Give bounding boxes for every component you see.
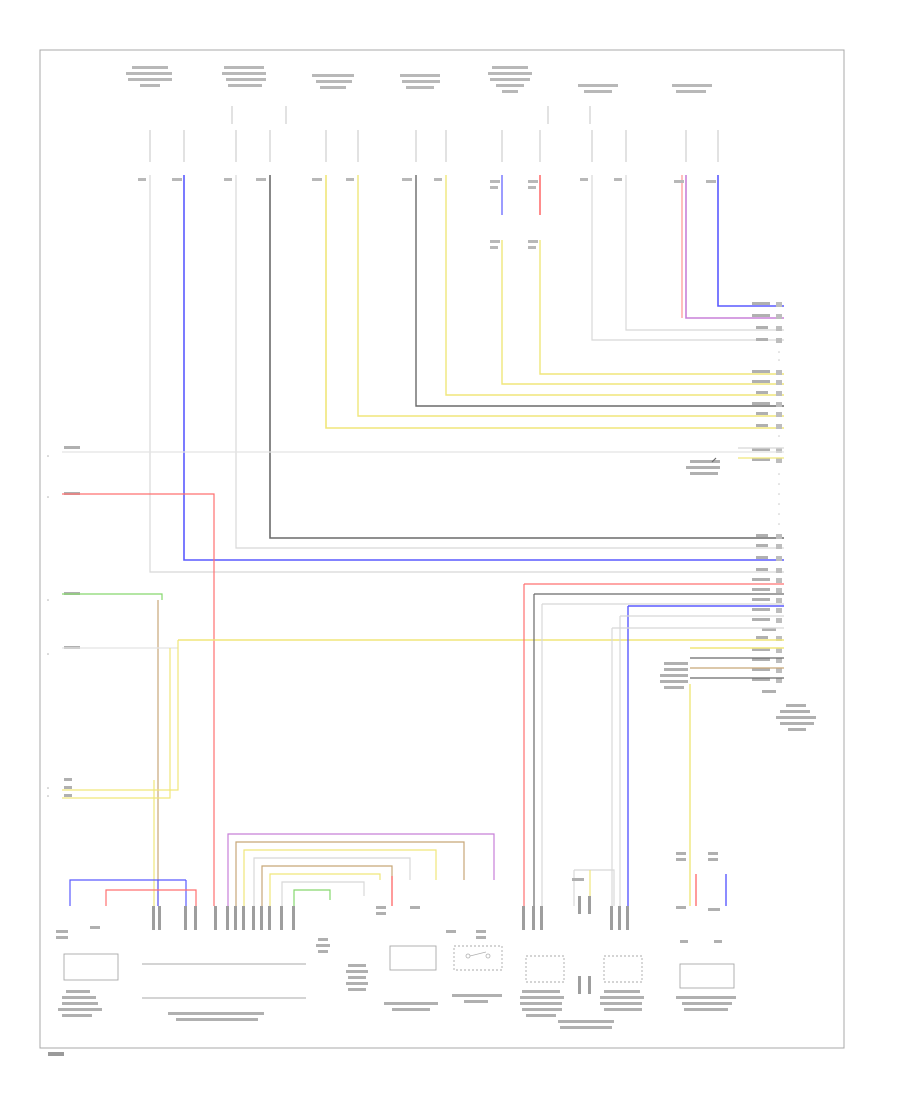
wire-yellow-left-v [62,640,179,791]
wire-yellow-446 [445,175,784,396]
wires-top [149,175,784,573]
left-labels [47,446,80,797]
wire-violet-686 [685,175,784,319]
wire-white-626 [625,175,784,331]
top-component-labels [126,66,712,93]
wires-right-stubs [711,447,784,463]
right-bundle-dots [778,351,780,525]
wire-black-416 [415,175,784,407]
top-connector-pins [149,106,719,162]
wire-blue-184 [183,175,784,561]
wire-red-left [62,493,215,906]
wires-mid-right [523,583,784,906]
top-pin-color-labels [138,178,716,249]
bottom-components [63,945,735,999]
wires-left [62,451,784,906]
wire-yellow-358 [357,175,784,417]
component-rear-module-left [525,955,565,983]
right-bundle-ticks [776,302,782,683]
wire-yellow-502 [501,240,784,385]
component-ignition-lock [453,945,503,971]
wire-white-592 [591,175,784,341]
footer [48,1052,64,1056]
footer-code-mark [48,1052,64,1056]
component-front-passenger-sensor [389,945,437,971]
component-left-seat-belt-sensor [63,953,119,981]
wire-white-236 [235,175,784,549]
ignition-switch-icon [465,951,491,959]
wire-blue-718 [717,175,784,307]
bottom-connector-pins [152,896,629,994]
wire-black-270 [269,175,784,539]
bottom-component-labels [56,852,736,1029]
wire-white-150 [149,175,784,573]
component-right-seat-belt-sensor [679,963,735,989]
diagram-frame [39,49,845,1049]
component-rear-module-right [603,955,643,983]
wire-green-left [62,593,163,600]
wire-yellow-326 [325,175,784,429]
right-bundle-labels [660,302,816,731]
wires-bottom-harness [69,833,615,906]
wire-yellow-540 [539,240,784,375]
wire-yellow-left-v2 [62,648,171,799]
